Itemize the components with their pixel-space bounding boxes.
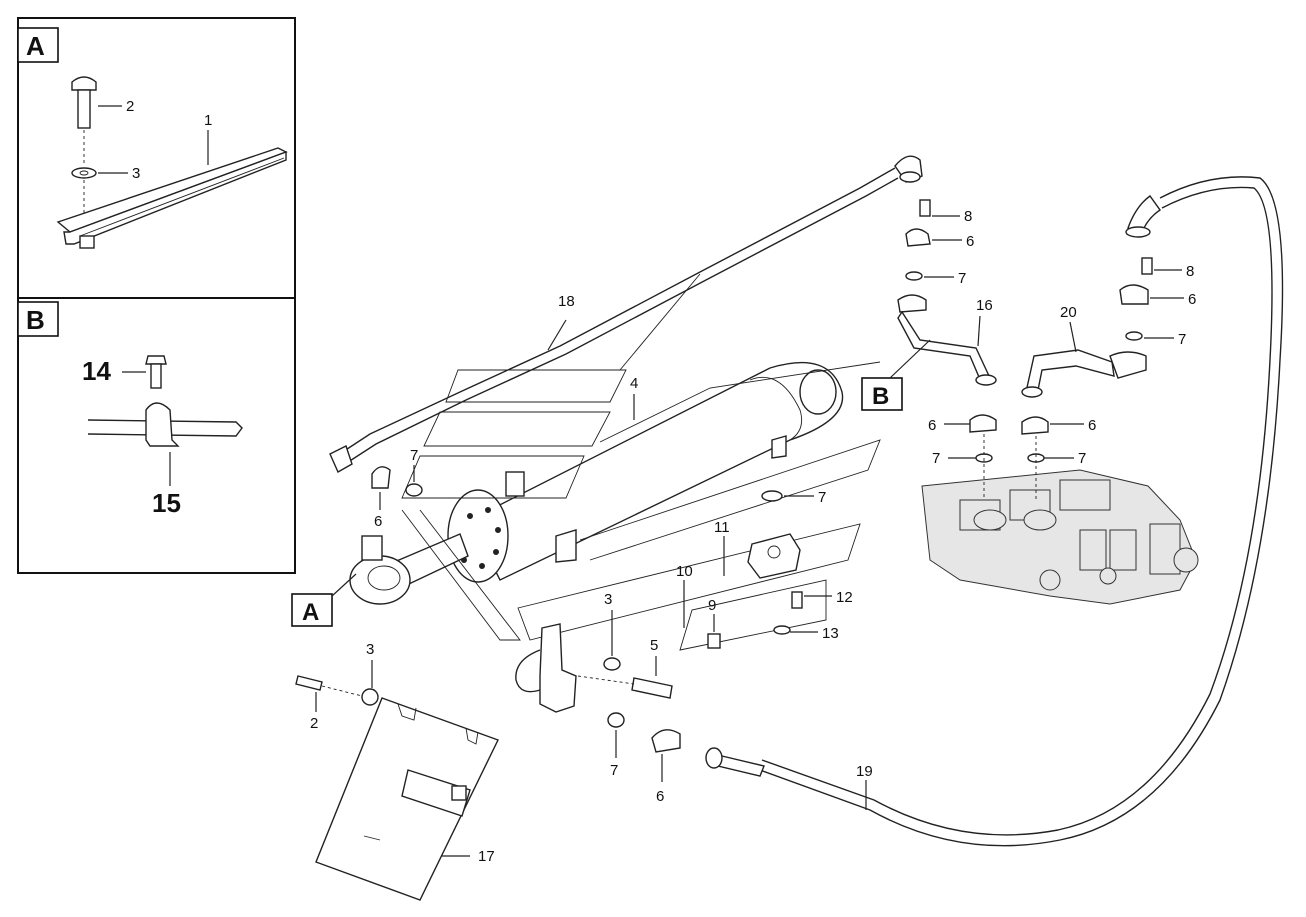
washer-3-plate	[361, 688, 379, 706]
label-16: 16	[976, 297, 993, 314]
label-9: 9	[708, 597, 716, 614]
label-3-mid: 3	[604, 591, 612, 608]
label-8-top: 8	[964, 208, 972, 225]
washer-13	[773, 625, 791, 635]
label-6-left: 6	[374, 513, 382, 530]
clamp-valve-r	[1021, 416, 1049, 435]
fitting-stack-right	[1119, 257, 1153, 341]
o-ring-block	[761, 490, 783, 502]
inset-b-tag-box	[17, 301, 59, 337]
hose-19	[705, 176, 1284, 847]
svg-text:A: A	[302, 599, 319, 626]
bolt-part	[71, 76, 97, 129]
o-ring-cyl	[405, 483, 423, 497]
inset-a-tag-box	[17, 27, 59, 63]
inset-a-tag: A	[26, 31, 45, 61]
label-14: 14	[82, 356, 111, 386]
bolt-5	[631, 677, 673, 699]
hydraulic-cylinder	[349, 361, 844, 605]
control-valve-block	[921, 469, 1199, 605]
label-6-valve-l: 6	[928, 417, 936, 434]
label-18: 18	[558, 293, 575, 310]
label-4: 4	[630, 375, 638, 392]
bolt-12	[791, 591, 803, 609]
label-17: 17	[478, 848, 495, 865]
clamp-left	[371, 466, 391, 489]
label-5: 5	[650, 637, 658, 654]
label-6-right: 6	[1188, 291, 1196, 308]
inset-b-tag: B	[26, 305, 45, 335]
label-6-top: 6	[966, 233, 974, 250]
label-6-valve-r: 6	[1088, 417, 1096, 434]
screw-part	[145, 355, 167, 389]
label-1-inset: 1	[204, 112, 212, 129]
label-8-right: 8	[1186, 263, 1194, 280]
o-ring-7-bottom	[607, 712, 625, 728]
label-7-cyl: 7	[410, 447, 418, 464]
clamp-6-bottom	[651, 729, 681, 753]
label-7-valve-l: 7	[932, 450, 940, 467]
label-7-top: 7	[958, 270, 966, 287]
bolt-2-plate	[295, 675, 323, 691]
washer-part	[71, 167, 97, 179]
label-20: 20	[1060, 304, 1077, 321]
inset-a-panel: A 2 3 1	[17, 17, 296, 299]
svg-text:B: B	[872, 383, 889, 410]
label-7-block: 7	[818, 489, 826, 506]
label-11: 11	[714, 519, 730, 536]
cover-plate	[315, 697, 499, 901]
label-19: 19	[856, 763, 873, 780]
label-3-plate: 3	[366, 641, 374, 658]
callout-tag-b: B	[861, 339, 931, 411]
label-12: 12	[836, 589, 853, 606]
mounting-rail	[56, 147, 288, 249]
clamp-part	[145, 402, 180, 447]
label-3-inset: 3	[132, 165, 140, 182]
bolt-9	[707, 633, 721, 649]
label-7-right: 7	[1178, 331, 1186, 348]
clamp-valve-l	[969, 414, 997, 433]
guide-parallelograms	[401, 273, 881, 651]
fitting-stack-top	[897, 199, 997, 386]
washer-3-mid	[603, 657, 621, 671]
hose-18	[329, 155, 923, 473]
hose-20	[1021, 349, 1147, 398]
label-15: 15	[152, 488, 181, 518]
label-6-bottom: 6	[656, 788, 664, 805]
inset-b-panel: B 14 15	[17, 297, 296, 574]
bracket-assembly	[515, 623, 577, 713]
label-2-plate: 2	[310, 715, 318, 732]
callout-tag-a: A	[291, 573, 357, 627]
manifold-block	[747, 533, 801, 579]
label-10: 10	[676, 563, 693, 580]
label-7-bottom: 7	[610, 762, 618, 779]
label-2-inset: 2	[126, 98, 134, 115]
label-7-valve-r: 7	[1078, 450, 1086, 467]
label-13: 13	[822, 625, 839, 642]
